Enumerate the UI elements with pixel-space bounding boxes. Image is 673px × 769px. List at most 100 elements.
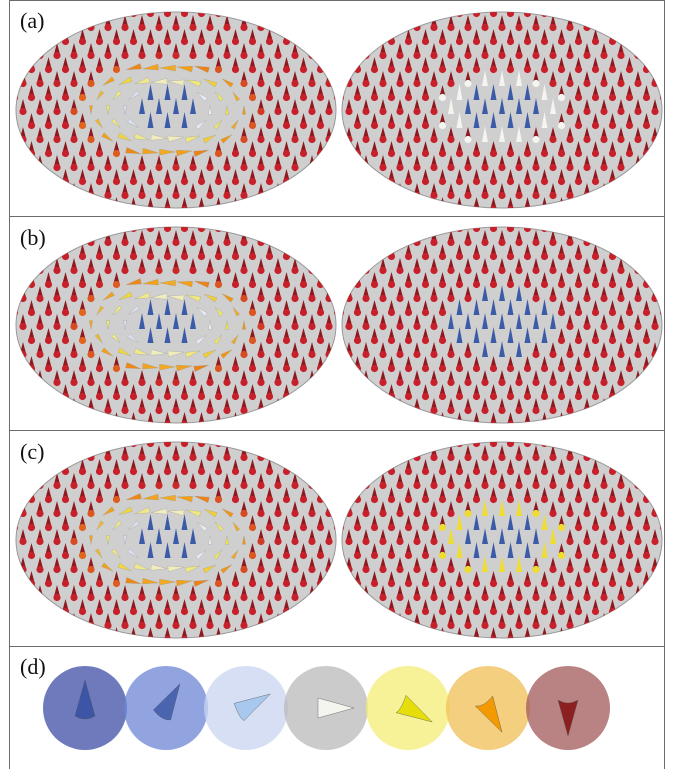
panel-a-left-spin (0, 29, 1, 45)
panel-c-right-spin (345, 641, 352, 657)
panel-c-left-spin (61, 627, 70, 638)
panel-c-right-spin (438, 487, 447, 504)
panel-b-right-spin (651, 258, 659, 275)
panel-c-left-spin (282, 487, 291, 504)
panel-b-right-spin (591, 227, 600, 233)
panel-c-left-spin (70, 529, 78, 546)
panel-a-left-spin (351, 197, 358, 213)
panel-b-right-spin (591, 300, 600, 317)
panel-c-left-spin (70, 641, 77, 657)
panel-c-left-spin (2, 585, 9, 601)
panel-c-right-spin (532, 613, 540, 630)
panel-a-right-spin (489, 12, 498, 18)
panel-b-left-spin (44, 356, 53, 373)
panel-b-left-spin (189, 370, 197, 387)
panel-b-right-spin (549, 370, 557, 387)
panel-a-left-spin (197, 169, 206, 186)
panel-b-right-spin (600, 426, 607, 442)
panel-a-left-spin (89, 105, 93, 115)
legend-disk (446, 666, 530, 750)
panel-a-right-spin (353, 12, 362, 18)
panel-a-left-spin (359, 0, 366, 3)
panel-b-left-spin (138, 230, 146, 247)
panel-a-right-spin (370, 57, 379, 74)
panel-c-left-spin (342, 473, 349, 489)
panel-a-left-spin (308, 99, 316, 116)
panel-a-right-spin (583, 71, 591, 88)
panel-b-right-spin (464, 230, 472, 247)
panel-b-left-spin (299, 227, 308, 233)
panel-c-right-spin (651, 417, 658, 433)
panel-c-right-spin (438, 515, 447, 532)
panel-c-left-spin (223, 473, 231, 490)
panel-b-right-spin (481, 426, 488, 442)
panel-c-right-spin (464, 613, 472, 630)
panel-a-left (0, 0, 366, 227)
panel-b-left-spin (151, 293, 168, 300)
panel-a-right-spin (600, 99, 608, 116)
panel-a-left-spin (44, 12, 53, 18)
panel-a-right-spin (549, 43, 557, 60)
panel-b-left-spin (223, 202, 230, 218)
panel-c-right-spin (387, 543, 396, 560)
panel-c-left-spin (213, 549, 223, 560)
panel-c-left-spin (299, 487, 308, 504)
panel-a-left-spin (342, 15, 349, 31)
panel-c-right-spin (668, 585, 673, 601)
panel-a-left-spin (36, 99, 44, 116)
panel-c-right-spin (353, 599, 362, 616)
panel-a-right-spin (345, 99, 353, 116)
panel-b-left-spin (36, 398, 44, 415)
panel-c-left-spin (181, 514, 188, 530)
panel-b-left-spin (274, 258, 282, 275)
panel-b-left-spin (16, 356, 19, 373)
panel-a-left-spin (61, 141, 70, 158)
panel-b-right-spin (625, 244, 634, 261)
panel-a-left-spin (44, 57, 53, 74)
panel-a-right-spin (387, 113, 396, 130)
panel-b-left-spin (180, 384, 189, 401)
legend-disk (43, 666, 127, 750)
panel-c-left-spin (151, 508, 168, 515)
panel-b-right-spin (311, 258, 318, 274)
panel-b-left-spin (142, 362, 159, 370)
panel-a-right-spin (625, 197, 634, 208)
panel-a-left-spin (325, 211, 332, 227)
panel-a-right-spin (447, 183, 455, 200)
panel-b-right-spin (379, 286, 387, 303)
panel-a-right-spin (516, 70, 522, 86)
panel-b-left-spin (0, 412, 1, 428)
panel-a-right-spin (659, 57, 662, 74)
panel-c-right-spin (362, 613, 370, 630)
panel-c-left-spin (0, 571, 1, 587)
panel-b-left-spin (19, 370, 27, 387)
panel-c-right-spin (438, 599, 447, 616)
panel-c-left-spin (19, 529, 27, 546)
panel-c-right-spin (608, 543, 617, 560)
panel-c-right-spin (413, 417, 420, 433)
panel-c-right-spin (668, 417, 673, 433)
panel-b-right-spin (541, 299, 548, 315)
panel-b-left-spin (104, 202, 111, 218)
panel-b-left-spin (127, 333, 139, 343)
panel-b-right-spin (557, 272, 566, 289)
panel-a-left-spin (325, 99, 333, 116)
panel-a-right-spin (379, 43, 387, 60)
panel-b-left-spin (214, 272, 223, 289)
panel-b-left-spin (61, 356, 70, 373)
panel-c-right-spin (549, 445, 557, 462)
panel-c-left-spin (150, 564, 167, 571)
panel-b-left-spin (208, 320, 212, 330)
panel-c-left-spin (214, 571, 223, 588)
panel-c-left-spin (248, 543, 257, 560)
panel-c-left-spin (308, 473, 316, 490)
panel-c-left-spin (172, 613, 180, 630)
panel-b-right-spin (404, 384, 413, 401)
panel-b-right-spin (549, 286, 557, 303)
panel-b-left-spin (240, 202, 247, 218)
panel-a-right-spin (549, 0, 556, 3)
panel-a-right-spin (625, 57, 634, 74)
panel-a-left-spin (155, 183, 163, 200)
panel-a-left-spin (164, 84, 171, 100)
panel-a-left-spin (125, 147, 141, 154)
